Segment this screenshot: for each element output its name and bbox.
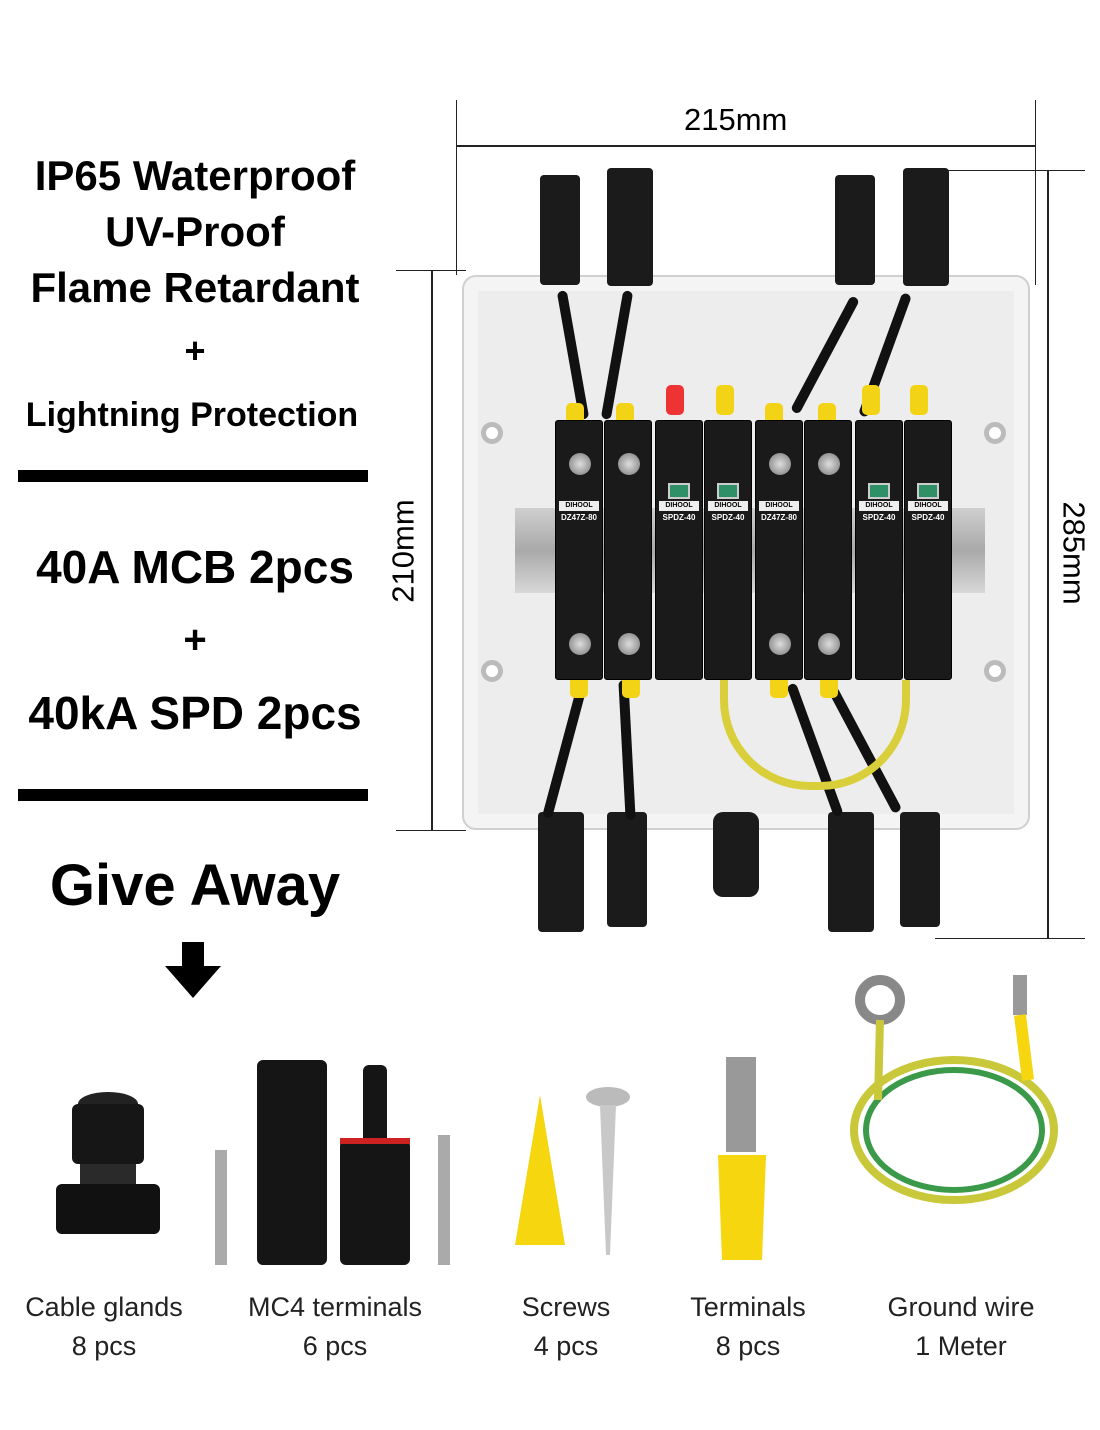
cable-gland-image [52, 1090, 164, 1240]
accessory-name: MC4 terminals [247, 1292, 423, 1322]
accessory-name: Terminals [690, 1292, 806, 1322]
dimension-total-height: 285mm [1056, 501, 1092, 605]
accessory-cable-glands: Cable glands 8 pcs [0, 1288, 214, 1366]
divider [18, 470, 368, 482]
terminal-image [712, 1055, 772, 1260]
mcb-breaker[interactable]: DIHOOL DZ47Z-80 [555, 420, 603, 680]
accessory-qty: 4 pcs [533, 1331, 599, 1361]
feature-flame-retardant: Flame Retardant [30, 264, 360, 311]
mc4-connector [900, 812, 940, 927]
mounting-hole [481, 660, 503, 682]
mc4-connector [607, 812, 647, 927]
plus-sign: + [183, 618, 207, 662]
wire-terminal [716, 385, 734, 415]
wire-terminal [910, 385, 928, 415]
feature-spd: 40kA SPD 2pcs [28, 687, 362, 739]
dimension-line-width [456, 145, 1036, 147]
mc4-connector [538, 812, 584, 932]
dimension-line-box-height [431, 270, 433, 830]
accessory-name: Screws [521, 1292, 611, 1322]
cable-gland [713, 812, 759, 897]
model-label: SPDZ-40 [911, 513, 945, 522]
feature-uv-proof: UV-Proof [105, 208, 285, 255]
mc4-terminals-image [210, 1055, 460, 1275]
wire-terminal [862, 385, 880, 415]
accessory-qty: 8 pcs [715, 1331, 781, 1361]
accessory-name: Cable glands [25, 1292, 183, 1322]
brand-label: DIHOOL [659, 501, 699, 511]
dimension-box-height: 210mm [385, 499, 421, 603]
accessory-terminals: Terminals 8 pcs [638, 1288, 858, 1366]
accessory-ground-wire: Ground wire 1 Meter [851, 1288, 1071, 1366]
give-away-heading: Give Away [49, 853, 341, 918]
model-label: DZ47Z-80 [560, 513, 597, 522]
mcb-breaker-pole [804, 420, 852, 680]
extension-line [1035, 100, 1036, 285]
accessory-screws: Screws 4 pcs [456, 1288, 676, 1366]
accessory-name: Ground wire [887, 1292, 1035, 1322]
spd-module: DIHOOL SPDZ-40 [855, 420, 903, 680]
accessory-qty: 1 Meter [915, 1331, 1007, 1361]
brand-label: DIHOOL [708, 501, 748, 511]
spd-module: DIHOOL SPDZ-40 [655, 420, 703, 680]
screws-image [510, 1085, 645, 1260]
mcb-breaker-pole [604, 420, 652, 680]
brand-label: DIHOOL [859, 501, 899, 511]
extension-line [940, 170, 1085, 171]
accessory-qty: 6 pcs [302, 1331, 368, 1361]
mcb-breaker[interactable]: DIHOOL DZ47Z-80 [755, 420, 803, 680]
brand-label: DIHOOL [908, 501, 948, 511]
mc4-connector [828, 812, 874, 932]
dimension-line-total-height [1047, 170, 1049, 938]
mounting-hole [984, 422, 1006, 444]
model-label: SPDZ-40 [662, 513, 696, 522]
wire-terminal [666, 385, 684, 415]
spd-module: DIHOOL SPDZ-40 [904, 420, 952, 680]
model-label: SPDZ-40 [862, 513, 896, 522]
mounting-hole [984, 660, 1006, 682]
mc4-connector [607, 168, 653, 286]
brand-label: DIHOOL [559, 501, 599, 511]
dimension-width: 215mm [684, 102, 788, 137]
divider [18, 789, 368, 801]
extension-line [396, 830, 466, 831]
feature-lightning-protection: Lightning Protection [25, 396, 359, 434]
spd-module: DIHOOL SPDZ-40 [704, 420, 752, 680]
extension-line [396, 270, 466, 271]
plus-sign: + [184, 330, 206, 371]
model-label: SPDZ-40 [711, 513, 745, 522]
model-label: DZ47Z-80 [760, 513, 797, 522]
extension-line [935, 938, 1085, 939]
accessory-mc4-terminals: MC4 terminals 6 pcs [225, 1288, 445, 1366]
feature-mcb: 40A MCB 2pcs [36, 541, 354, 593]
mc4-connector [903, 168, 949, 286]
mounting-hole [481, 422, 503, 444]
mc4-connector [835, 175, 875, 285]
extension-line [456, 100, 457, 275]
arrow-down-icon [165, 942, 221, 1000]
mc4-connector [540, 175, 580, 285]
ground-wire-image [848, 970, 1060, 1210]
brand-label: DIHOOL [759, 501, 799, 511]
accessory-qty: 8 pcs [71, 1331, 137, 1361]
feature-waterproof: IP65 Waterproof [34, 152, 356, 199]
